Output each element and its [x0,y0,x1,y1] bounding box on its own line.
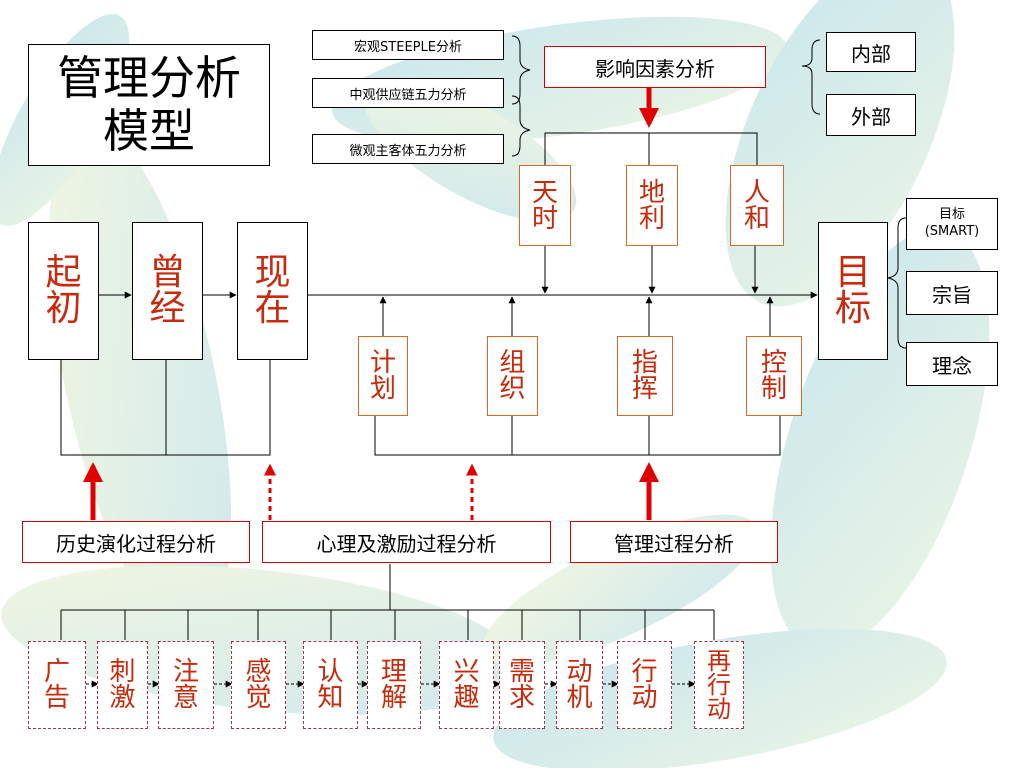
analysis-label: 心理及激励过程分析 [316,531,497,556]
factor-timing: 天时 [519,165,571,246]
goal-aspect-label: 宗旨 [932,282,972,307]
scope-label: 外部 [851,104,891,129]
factor-label: 天时 [532,177,559,234]
chain-label: 动机 [566,657,593,713]
timeline-past: 曾经 [132,222,203,360]
chain-ad: 广告 [28,641,86,729]
factor-place: 地利 [626,165,678,246]
goal-aspect-label: 目标(SMART) [924,207,980,239]
timeline-start: 起初 [28,222,99,360]
chain-understanding: 理解 [367,641,421,729]
chain-cognition: 认知 [303,641,358,729]
timeline-now: 现在 [237,222,308,360]
title-text: 管理分析模型 [57,51,241,158]
function-direct: 指挥 [617,336,673,416]
goal-aspect-smart: 目标(SMART) [906,198,998,250]
factor-label: 地利 [639,177,666,234]
factor-analysis-box: 影响因素分析 [544,46,766,88]
function-label: 计划 [370,348,397,404]
factor-people: 人和 [730,165,784,246]
factor-label: 人和 [744,177,771,234]
analysis-label: 历史演化过程分析 [56,531,216,556]
analysis-psychology: 心理及激励过程分析 [262,521,551,563]
chain-action: 行动 [617,641,672,729]
chain-sensation: 感觉 [231,641,286,729]
chain-interest: 兴趣 [439,641,494,729]
function-label: 组织 [499,348,526,404]
goal-aspect-purpose: 宗旨 [906,271,998,315]
chain-label: 感觉 [245,657,272,713]
chain-label: 再行动 [707,647,731,723]
scope-label: 内部 [851,41,891,66]
chain-label: 注意 [173,657,200,713]
goal-aspect-label: 理念 [932,353,972,378]
chain-need: 需求 [499,641,545,729]
chain-label: 刺激 [109,657,136,713]
function-organize: 组织 [487,336,538,416]
goal-aspect-philosophy: 理念 [906,342,998,386]
scope-internal: 内部 [826,32,916,72]
function-label: 指挥 [632,348,659,404]
external-analysis-micro: 微观主客体五力分析 [312,134,504,164]
scope-external: 外部 [826,94,916,136]
page-title: 管理分析模型 [28,44,270,166]
chain-reaction: 再行动 [694,641,744,729]
function-plan: 计划 [358,336,408,416]
analysis-label: 管理过程分析 [614,531,734,556]
timeline-label: 起初 [45,252,82,329]
chain-label: 广告 [44,657,71,713]
chain-stimulus: 刺激 [97,641,148,729]
function-control: 控制 [746,336,802,416]
external-analysis-macro: 宏观STEEPLE分析 [312,30,504,60]
chain-attention: 注意 [158,641,214,729]
chain-label: 兴趣 [453,657,480,713]
analysis-management: 管理过程分析 [570,521,778,563]
external-analysis-label: 微观主客体五力分析 [349,143,467,159]
external-analysis-label: 中观供应链五力分析 [349,87,467,103]
chain-label: 需求 [509,657,536,713]
goal-box: 目标 [818,222,888,360]
chain-label: 理解 [381,657,408,713]
timeline-label: 现在 [254,252,291,329]
external-analysis-label: 宏观STEEPLE分析 [354,39,462,55]
goal-label: 目标 [835,252,872,329]
chain-motivation: 动机 [556,641,603,729]
chain-label: 认知 [317,657,344,713]
factor-analysis-label: 影响因素分析 [595,56,715,81]
function-label: 控制 [761,348,788,404]
chain-label: 行动 [631,657,658,713]
external-analysis-meso: 中观供应链五力分析 [312,78,504,108]
timeline-label: 曾经 [149,252,186,329]
analysis-history: 历史演化过程分析 [22,521,250,563]
